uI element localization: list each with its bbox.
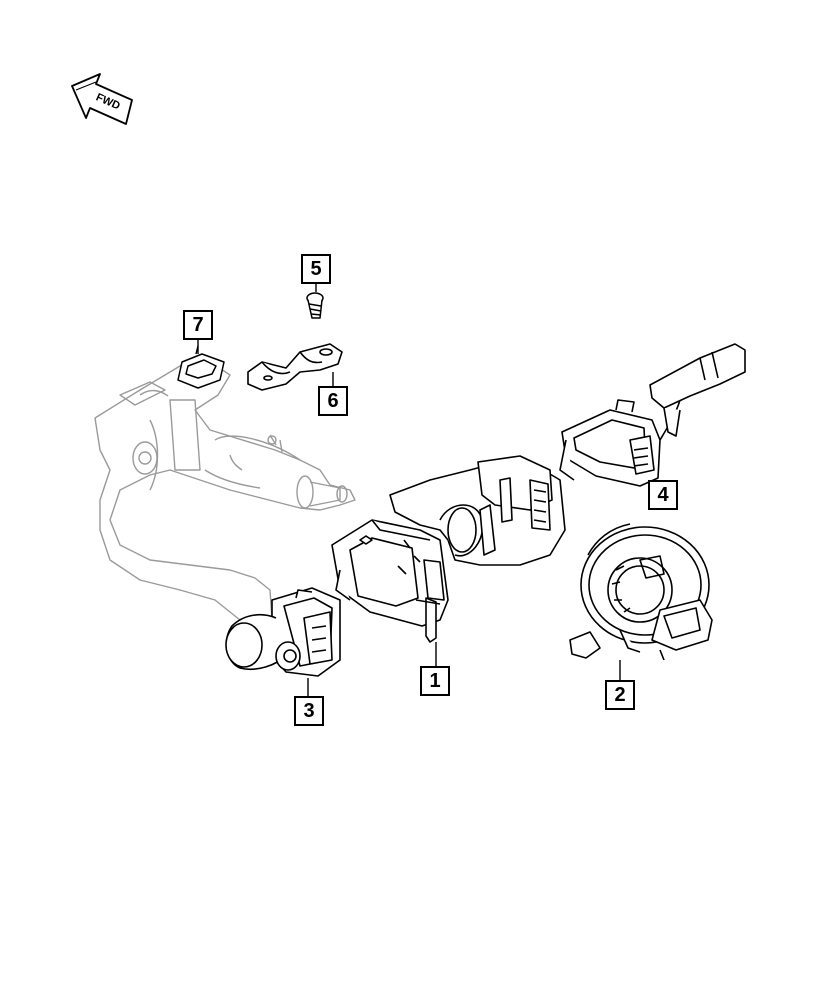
callout-3: 3 <box>294 696 324 726</box>
callout-2: 2 <box>605 680 635 710</box>
part-3-headlamp-switch <box>225 587 341 677</box>
callout-1: 1 <box>420 666 450 696</box>
callout-4: 4 <box>648 480 678 510</box>
part-5-screw <box>306 292 324 319</box>
forward-arrow-icon: FWD <box>71 73 133 125</box>
part-1-switch-housing <box>331 455 566 643</box>
part-4-wiper-switch <box>559 343 746 487</box>
callout-6: 6 <box>318 386 348 416</box>
callout-5: 5 <box>301 254 331 284</box>
part-7-column-mount <box>177 345 225 389</box>
callout-7: 7 <box>183 310 213 340</box>
steering-column <box>94 359 356 621</box>
part-2-clockspring <box>569 523 713 661</box>
part-6-bracket <box>247 343 343 391</box>
